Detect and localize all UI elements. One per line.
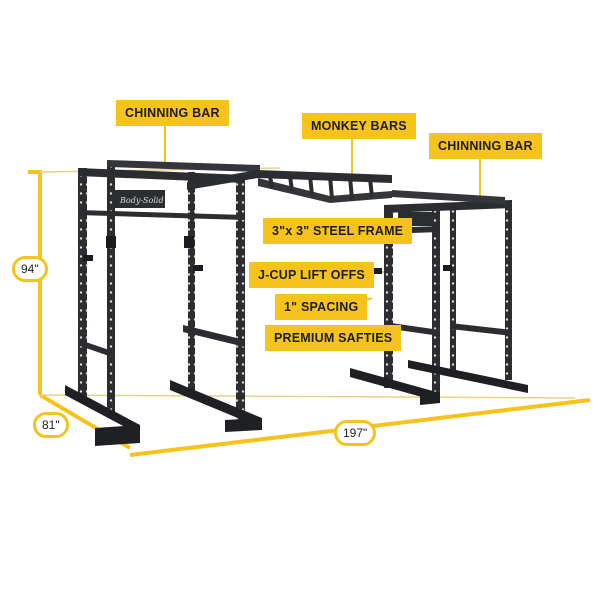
j-cup — [443, 265, 452, 271]
brand-plate-text: Body-Solid — [119, 196, 164, 205]
callout-monkey-bars: MONKEY BARS — [302, 113, 416, 139]
j-cup — [83, 255, 93, 261]
callout-spacing: 1" SPACING — [275, 294, 368, 320]
monkey-bar-section — [187, 170, 392, 203]
callout-premium-safeties: PREMIUM SAFTIES — [265, 325, 402, 351]
left-power-cage: Body-Solid — [65, 160, 262, 446]
dimension-depth-badge: 81" — [33, 412, 69, 438]
callout-steel-frame: 3"x 3" STEEL FRAME — [263, 218, 413, 244]
left-safety-bar — [183, 325, 245, 347]
brand-plate — [115, 190, 165, 208]
j-cup — [372, 268, 382, 274]
callout-chinning-bar-left: CHINNING BAR — [116, 100, 229, 126]
dimension-length-badge: 197" — [334, 420, 377, 446]
right-power-cage — [350, 190, 528, 405]
callout-chinning-bar-right: CHINNING BAR — [429, 133, 542, 159]
j-cup — [193, 265, 203, 271]
dimension-height-badge: 94" — [12, 256, 48, 282]
callout-jcup-lift-offs: J-CUP LIFT OFFS — [249, 262, 374, 288]
